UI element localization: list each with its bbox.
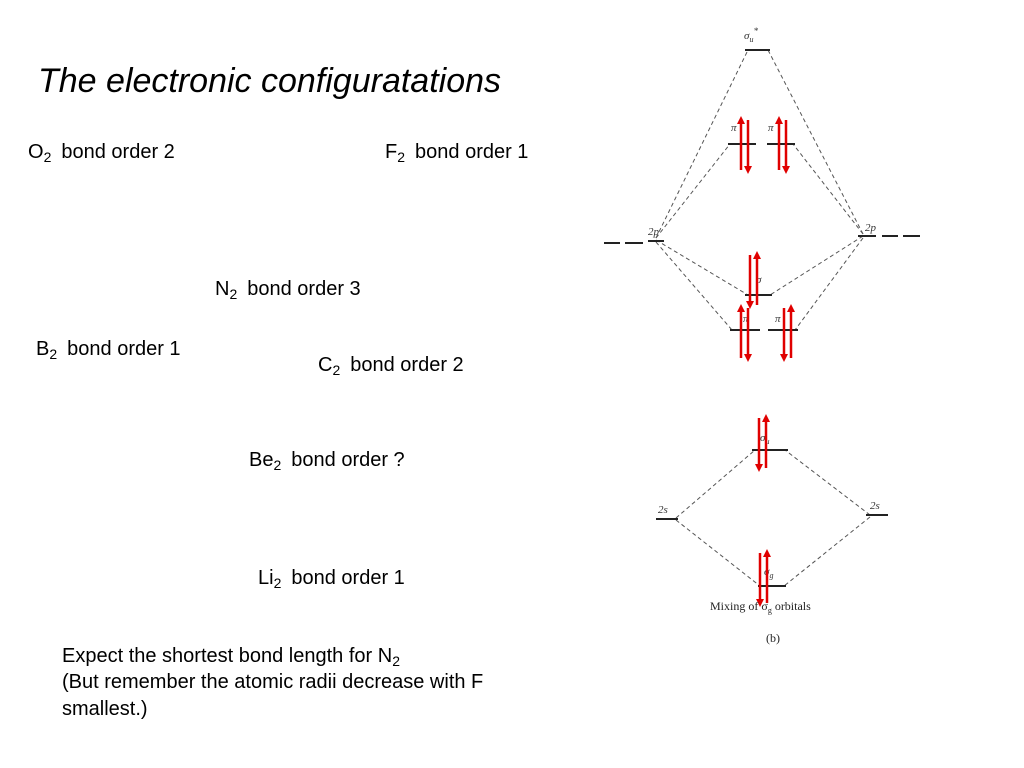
label-sigma-g-2p: σ	[756, 274, 762, 286]
molecule-subscript: 2	[273, 575, 282, 591]
li2-bond-order: Li2 bond order 1	[258, 567, 405, 591]
mo-2s-diagram: 2s 2s σu σg Mixing of σg orbitals (b)	[656, 414, 888, 645]
label-pi-u-2: π	[775, 313, 781, 325]
label-pi-g-2: π	[768, 122, 774, 134]
bond-order-text: bond order 1	[415, 141, 529, 163]
molecule-subscript: 2	[43, 149, 52, 165]
label-sigma-u-2s: σu	[760, 432, 769, 446]
mo-2p-diagram: 2p 2p σu* π π σ π π	[604, 26, 920, 362]
label-sigma-u-star: σu*	[744, 26, 758, 44]
molecule-subscript: 2	[49, 346, 58, 362]
bond-order-text: bond order ?	[291, 449, 405, 471]
correlation-lines-2p	[655, 49, 864, 331]
label-sigma-g-2s: σg	[764, 566, 773, 580]
note-line-1: Expect the shortest bond length for N2	[62, 643, 622, 669]
note-line-1-text: Expect the shortest bond length for N	[62, 645, 393, 667]
label-2p-right: 2p	[865, 222, 877, 234]
note-line-1-subscript: 2	[392, 653, 400, 669]
c2-bond-order: C2 bond order 2	[318, 354, 464, 378]
molecule-symbol: O	[28, 141, 44, 163]
slide-title: The electronic configuratations	[38, 62, 502, 100]
label-pi-u: π	[743, 313, 749, 325]
be2-bond-order: Be2 bond order ?	[249, 449, 405, 473]
molecule-subscript: 2	[332, 362, 341, 378]
label-2s-right: 2s	[870, 500, 880, 512]
molecule-subscript: 2	[229, 286, 238, 302]
molecule-symbol: N	[215, 278, 230, 300]
diagram-caption: Mixing of σg orbitals	[710, 599, 811, 615]
bond-order-text: bond order 2	[350, 354, 464, 376]
molecule-symbol: Li	[258, 567, 274, 589]
molecule-symbol: B	[36, 338, 50, 360]
correlation-lines-2s	[675, 449, 871, 587]
molecule-symbol: F	[385, 141, 398, 163]
electron-arrows-2p	[737, 116, 795, 362]
atomic-2p-levels	[604, 235, 920, 244]
o2-bond-order: O2 bond order 2	[28, 141, 175, 165]
f2-bond-order: F2 bond order 1	[385, 141, 529, 165]
bond-order-text: bond order 1	[291, 567, 405, 589]
electron-arrows-2s	[755, 414, 771, 607]
bond-order-text: bond order 1	[67, 338, 181, 360]
label-2s-left: 2s	[658, 504, 668, 516]
note-line-3: smallest.)	[62, 697, 148, 720]
molecule-symbol: Be	[249, 449, 274, 471]
bond-length-note: Expect the shortest bond length for N2 (…	[62, 643, 622, 722]
label-2p-left: 2p	[648, 226, 660, 238]
molecule-subscript: 2	[273, 457, 282, 473]
bond-order-text: bond order 2	[61, 141, 175, 163]
n2-bond-order: N2 bond order 3	[215, 278, 361, 302]
b2-bond-order: B2 bond order 1	[36, 338, 181, 362]
molecule-subscript: 2	[397, 149, 406, 165]
bond-order-text: bond order 3	[247, 278, 361, 300]
panel-label: (b)	[766, 631, 780, 645]
label-pi-g: π	[731, 122, 737, 134]
molecule-symbol: C	[318, 354, 333, 376]
note-line-2: (But remember the atomic radii decrease …	[62, 671, 484, 694]
